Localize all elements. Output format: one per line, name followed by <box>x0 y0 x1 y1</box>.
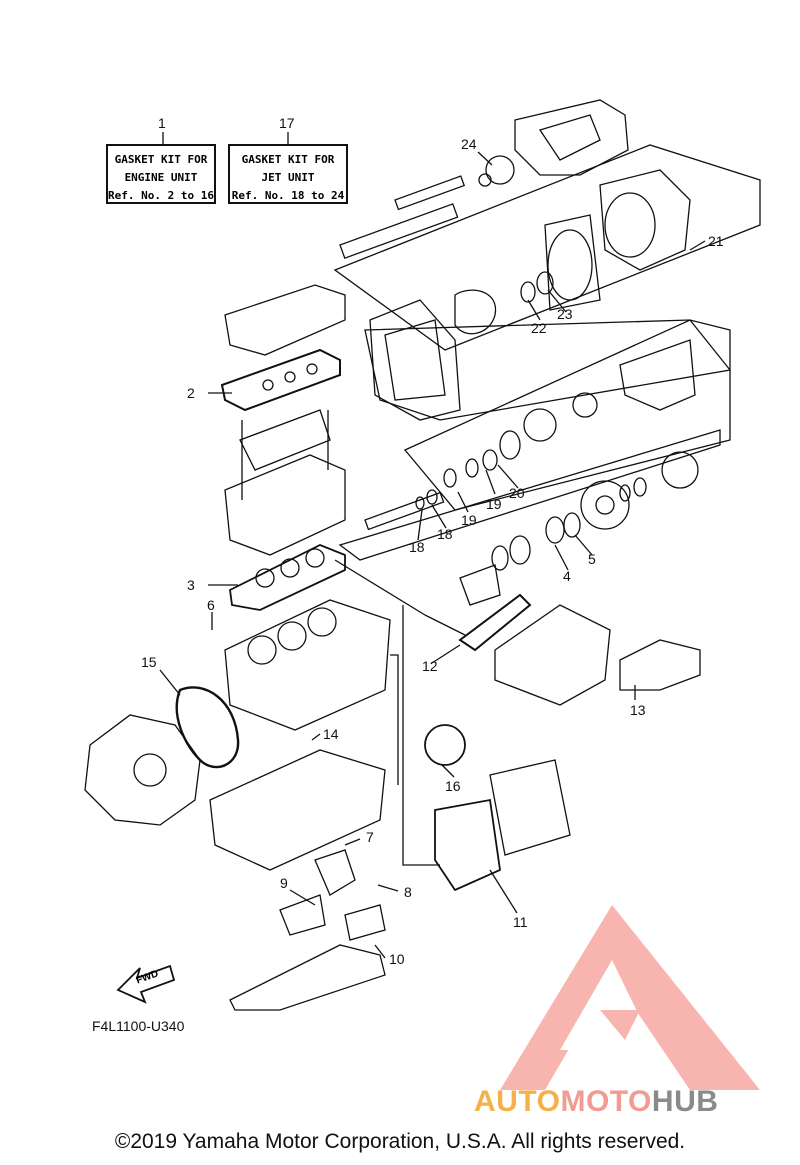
figure-code: F4L1100-U340 <box>92 1018 185 1034</box>
callout-2: 2 <box>187 385 195 401</box>
watermark-part-auto: AUTO <box>474 1085 561 1118</box>
callout-12: 12 <box>422 658 438 674</box>
kit-line: JET UNIT <box>261 171 315 184</box>
callout-1: 1 <box>158 115 166 131</box>
callout-24: 24 <box>461 136 477 152</box>
watermark-part-hub: HUB <box>651 1085 719 1118</box>
callout-13: 13 <box>630 702 646 718</box>
callout-22: 22 <box>531 320 547 336</box>
copyright-notice: ©2019 Yamaha Motor Corporation, U.S.A. A… <box>114 1130 686 1153</box>
callout-8: 8 <box>404 884 412 900</box>
watermark-logo <box>500 905 760 1090</box>
callout-16: 16 <box>445 778 461 794</box>
callout-14: 14 <box>323 726 339 742</box>
callout-7: 7 <box>366 829 374 845</box>
kit-line: Ref. No. 18 to 24 <box>231 189 345 202</box>
callout-20a: 20 <box>509 485 525 501</box>
callout-21: 21 <box>708 233 724 249</box>
callout-10: 10 <box>389 951 405 967</box>
watermark-text: AUTOMOTOHUB <box>474 1085 718 1119</box>
jet-upper-plane <box>333 144 761 351</box>
watermark-part-moto: MOTO <box>560 1085 652 1118</box>
fwd-arrow-icon <box>116 964 176 1004</box>
kit-line: ENGINE UNIT <box>124 171 198 184</box>
callout-23: 23 <box>557 306 573 322</box>
callout-18b: 18 <box>437 526 453 542</box>
kit-line: GASKET KIT FOR <box>241 153 335 166</box>
jet-middle-plane <box>364 319 732 421</box>
callout-4: 4 <box>563 568 571 584</box>
gasket-kit-engine-label: GASKET KIT FOR ENGINE UNIT Ref. No. 2 to… <box>106 144 216 204</box>
kit-line: Ref. No. 2 to 16 <box>108 189 214 202</box>
callout-3: 3 <box>187 577 195 593</box>
gasket-kit-jet-label: GASKET KIT FOR JET UNIT Ref. No. 18 to 2… <box>228 144 348 204</box>
callout-15: 15 <box>141 654 157 670</box>
kit-line: GASKET KIT FOR <box>114 153 208 166</box>
jet-lower-plane <box>403 319 731 511</box>
callout-5: 5 <box>588 551 596 567</box>
callout-19b: 19 <box>486 496 502 512</box>
callout-18a: 18 <box>409 539 425 555</box>
callout-17: 17 <box>279 115 295 131</box>
callout-11: 11 <box>513 914 528 930</box>
callout-6: 6 <box>207 597 215 613</box>
callout-9: 9 <box>280 875 288 891</box>
callout-19a: 19 <box>461 512 477 528</box>
